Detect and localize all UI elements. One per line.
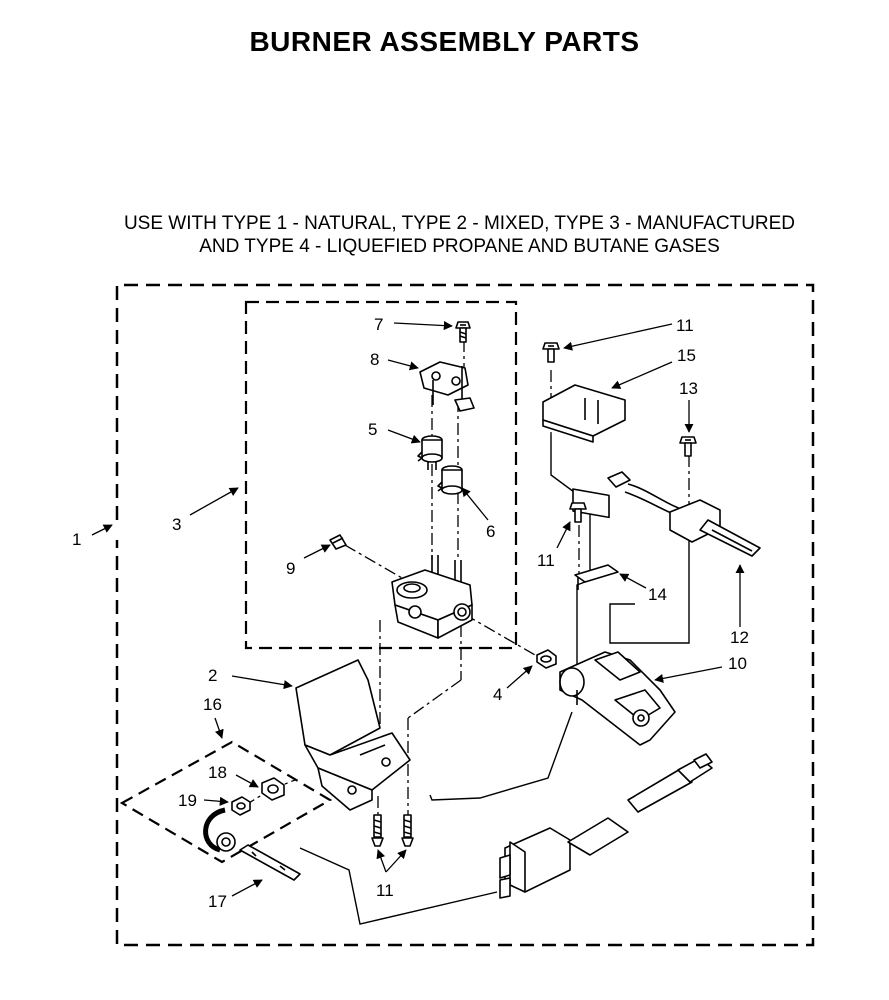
callout-6: 6	[486, 522, 495, 541]
callout-19: 19	[178, 791, 197, 810]
gas-valve-body	[391, 555, 473, 639]
callout-1: 1	[72, 530, 81, 549]
callout-numbers: 1 2 3 4 5 6 7 8 9 10 11 11 11 12 13 14 1…	[72, 315, 749, 911]
valve-assembly-boundary	[244, 300, 518, 650]
callout-16: 16	[203, 695, 222, 714]
screw-part-13	[679, 436, 697, 457]
screw-part-7	[455, 321, 471, 343]
pipe-nipple-part-17	[239, 844, 301, 881]
callout-12: 12	[730, 628, 749, 647]
callout-leaders	[91, 321, 745, 897]
nut-part-4	[536, 649, 557, 669]
callout-3: 3	[172, 515, 181, 534]
screw-part-11-lower-right	[401, 814, 414, 847]
screw-part-9	[329, 534, 347, 550]
gas-inlet-assembly	[499, 753, 713, 899]
outer-assembly-boundary	[115, 283, 815, 947]
bracket-part-14	[574, 564, 619, 590]
coil-part-5	[417, 435, 443, 470]
callout-8: 8	[370, 350, 379, 369]
igniter-part-12	[607, 471, 761, 557]
callout-9: 9	[286, 559, 295, 578]
callout-11-upper: 11	[676, 316, 694, 335]
callout-5: 5	[368, 420, 377, 439]
subtitle-line-1: USE WITH TYPE 1 - NATURAL, TYPE 2 - MIXE…	[123, 213, 796, 234]
callout-4: 4	[493, 685, 502, 704]
callout-13: 13	[679, 379, 698, 398]
burner-tube-part-10	[559, 651, 676, 746]
callout-11-middle: 11	[537, 551, 555, 570]
callout-14: 14	[648, 585, 667, 604]
callout-7: 7	[374, 315, 383, 334]
callout-15: 15	[677, 346, 696, 365]
callout-2: 2	[208, 666, 217, 685]
fitting-part-19	[231, 796, 251, 816]
coil-part-6	[437, 465, 463, 495]
elbow-fitting	[203, 807, 236, 853]
callout-17: 17	[208, 892, 227, 911]
coil-bracket-part-8	[419, 361, 475, 412]
callout-18: 18	[208, 763, 227, 782]
fitting-group-boundary	[119, 740, 333, 864]
diagram-title: BURNER ASSEMBLY PARTS	[249, 26, 640, 57]
flame-sensor-part-15	[542, 384, 626, 519]
mounting-bracket-part-2	[295, 659, 411, 811]
screw-part-11-lower-left	[371, 814, 384, 847]
screw-part-11-middle	[569, 502, 587, 523]
subtitle-line-2: AND TYPE 4 - LIQUEFIED PROPANE AND BUTAN…	[199, 236, 720, 257]
callout-11-lower: 11	[376, 881, 394, 900]
nut-part-18	[261, 777, 285, 801]
callout-10: 10	[728, 654, 747, 673]
diagram-subtitle: USE WITH TYPE 1 - NATURAL, TYPE 2 - MIXE…	[0, 212, 889, 258]
screw-part-11-upper	[542, 342, 560, 363]
